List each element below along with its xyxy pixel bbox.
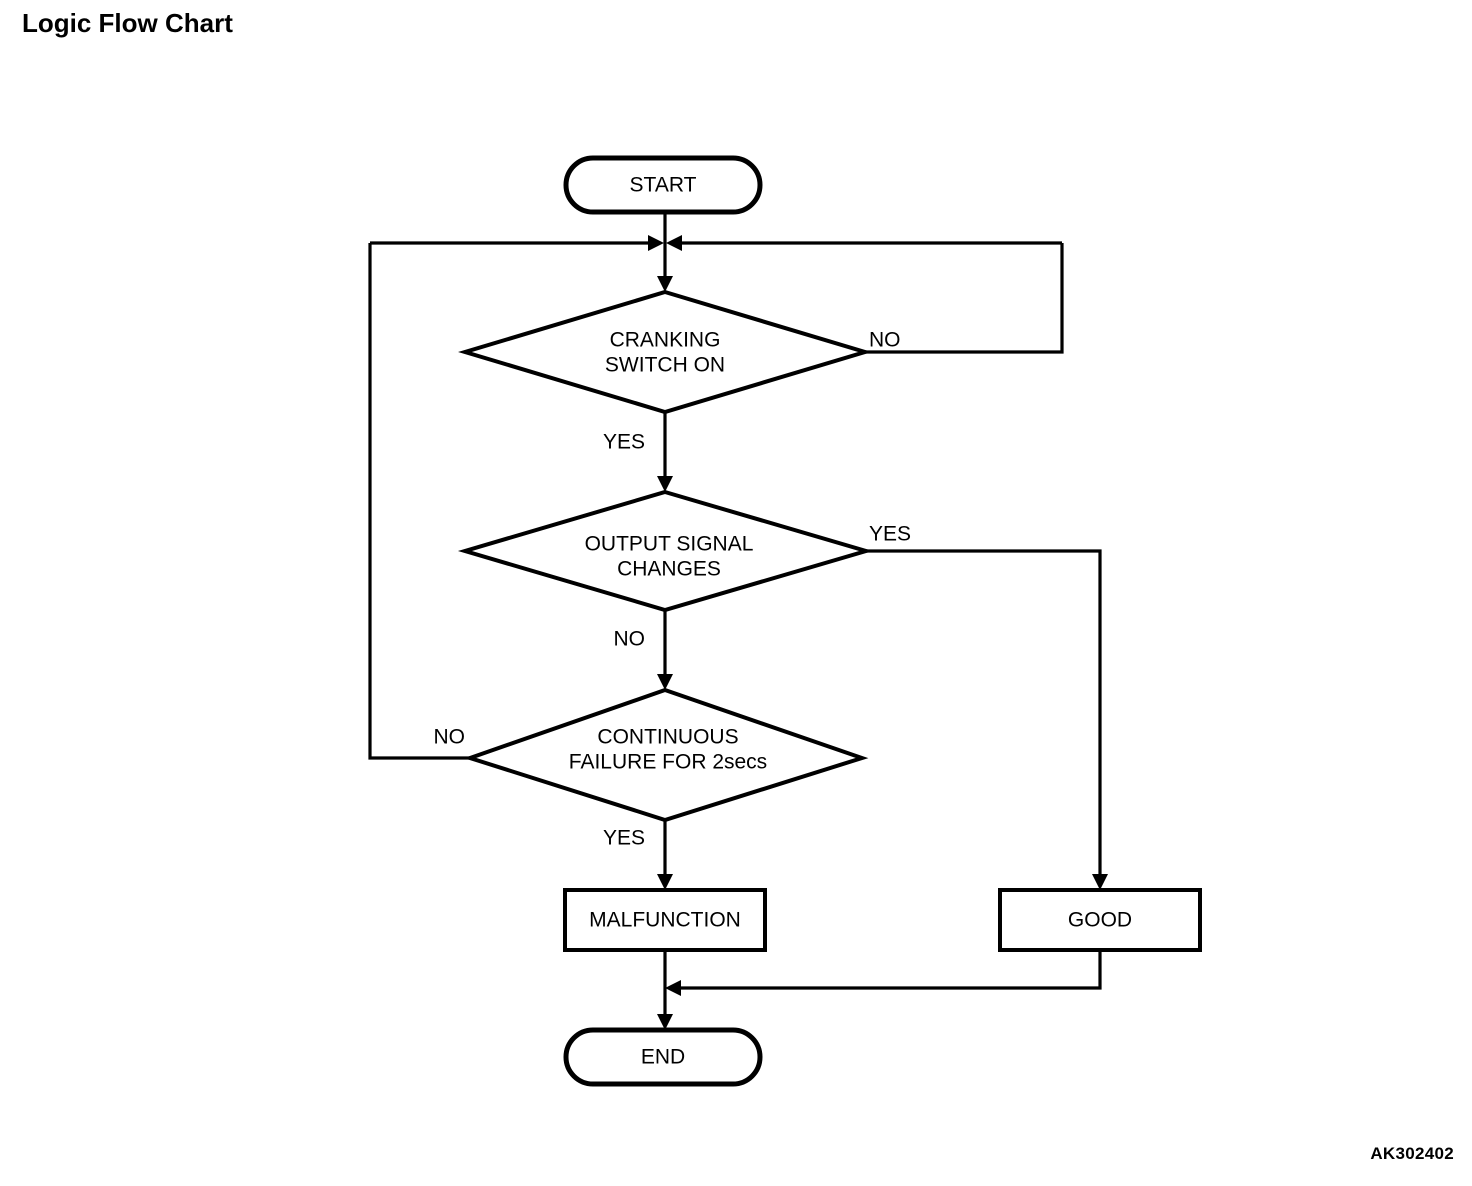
edge-label-decision1-no: NO [869, 329, 901, 352]
node-decision2-label-line1: OUTPUT SIGNAL [585, 533, 754, 556]
edge-good-to-end [665, 950, 1102, 996]
node-start[interactable]: START [563, 155, 763, 215]
edge-label-layer: NO YES YES NO NO YES [434, 329, 912, 850]
edge-label-decision1-yes: YES [603, 431, 645, 454]
node-malfunction[interactable]: MALFUNCTION [563, 888, 767, 952]
edge-decision2-yes-to-good [866, 549, 1108, 890]
node-end[interactable]: END [563, 1027, 763, 1087]
edge-start-to-decision1 [657, 212, 673, 292]
edge-label-decision2-no: NO [614, 628, 646, 651]
edge-label-decision3-no: NO [434, 726, 466, 749]
edge-decision3-yes-to-malfunction [657, 820, 673, 890]
edge-decision1-yes-to-decision2 [657, 412, 673, 492]
edge-label-decision3-yes: YES [603, 827, 645, 850]
merge-junction-bar [370, 235, 1062, 251]
node-good[interactable]: GOOD [998, 888, 1202, 952]
node-decision-continuous-failure[interactable]: CONTINUOUS FAILURE FOR 2secs [463, 687, 869, 823]
page-title: Logic Flow Chart [22, 8, 233, 38]
edge-decision1-no-loop [865, 243, 1064, 354]
node-layer: START CRANKING SWITCH ON OUTPUT SIGNAL C… [457, 155, 1202, 1087]
connector-layer [368, 212, 1108, 1030]
node-decision2-label-line2: CHANGES [617, 558, 721, 581]
node-decision1-label-line1: CRANKING [610, 329, 721, 352]
node-decision-cranking-switch-on[interactable]: CRANKING SWITCH ON [458, 289, 872, 415]
node-malfunction-label: MALFUNCTION [589, 909, 741, 932]
corner-reference-code: AK302402 [1370, 1144, 1454, 1163]
node-decision-output-signal-changes[interactable]: OUTPUT SIGNAL CHANGES [457, 489, 874, 613]
node-decision3-label-line1: CONTINUOUS [597, 726, 738, 749]
edge-malfunction-to-end [657, 950, 673, 1030]
node-decision1-label-line2: SWITCH ON [605, 354, 725, 377]
node-good-label: GOOD [1068, 909, 1132, 932]
node-start-label: START [630, 174, 697, 197]
node-decision3-label-line2: FAILURE FOR 2secs [569, 751, 767, 774]
node-end-label: END [641, 1046, 685, 1069]
edge-label-decision2-yes: YES [869, 523, 911, 546]
edge-decision3-no-loop [368, 243, 470, 760]
edge-decision2-no-to-decision3 [657, 610, 673, 690]
